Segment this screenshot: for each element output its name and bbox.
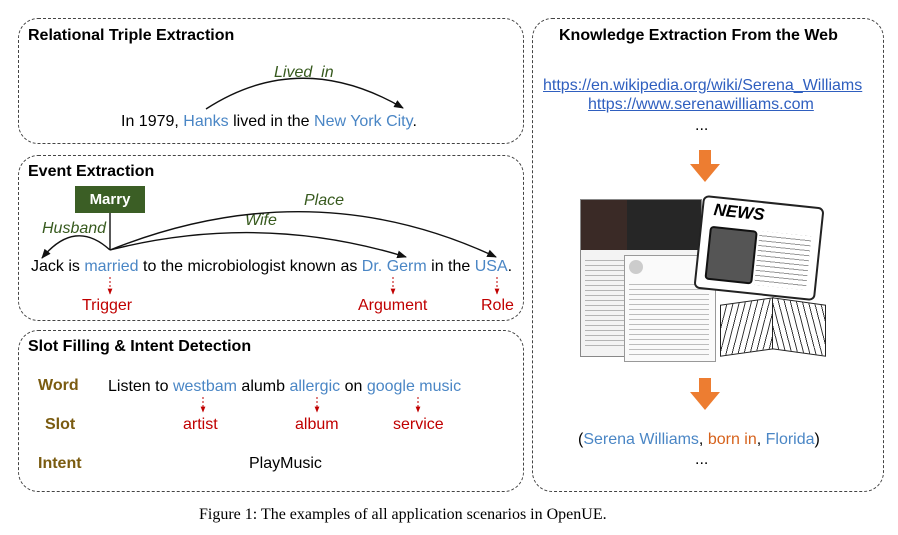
url-ellipsis: ... [695,117,709,134]
triple-sep2: , [756,431,766,448]
husband-arc [41,235,111,259]
role-word: USA [474,258,508,275]
slot-tag-album: album [295,416,339,433]
tail-entity: New York City [314,113,413,130]
argument-label: Argument [358,297,428,314]
extracted-triple: (Serena Williams, born in, Florida) [578,431,820,449]
lived-in-arc [205,77,404,110]
flow-arrow-bottom [690,378,720,410]
role-label: Role [481,297,514,314]
relational-title: Relational Triple Extraction [28,27,235,44]
sentence-middle: lived in the [228,113,315,130]
slot-panel [18,330,524,492]
article-text-block [629,280,709,356]
wife-label: Wife [245,212,277,229]
event-sentence-part2: to the microbiologist known as [138,258,362,275]
slot-sentence: Listen to westbam alumb allergic on goog… [108,378,461,396]
web-title: Knowledge Extraction From the Web [559,27,838,44]
wife-arc [109,231,407,259]
slot-sentence-part1: Listen to [108,378,173,395]
serena-photo [581,200,627,250]
husband-label: Husband [42,220,107,237]
word-row-label: Word [38,377,79,394]
triple-open: ( [578,431,584,448]
url-wikipedia[interactable]: https://en.wikipedia.org/wiki/Serena_Wil… [543,77,863,94]
url-serena[interactable]: https://www.serenawilliams.com [588,96,814,113]
triple-sep1: , [698,431,708,448]
wiki-header-bar [627,200,701,250]
flow-arrow-top [690,150,720,182]
trigger-label: Trigger [82,297,133,314]
event-title: Event Extraction [28,163,155,180]
event-sentence: Jack is married to the microbiologist kn… [31,258,512,276]
web-panel [532,18,884,492]
slot-word-artist: westbam [172,378,237,395]
triple-ellipsis: ... [695,451,709,468]
slot-sentence-part2: alumb [236,378,290,395]
triple-object: Florida [765,431,815,448]
sentence-prefix: In 1979, [121,113,184,130]
place-arc [109,210,497,258]
intent-row-label: Intent [38,455,82,472]
event-panel [18,155,524,321]
head-entity: Hanks [183,113,229,130]
triple-subject: Serena Williams [583,431,699,448]
slot-row-label: Slot [45,416,76,433]
slot-word-service: google music [366,378,462,395]
web-collage: NEWS [580,194,831,365]
slot-word-album: allergic [289,378,341,395]
wiki-article-image [624,255,716,362]
intent-value: PlayMusic [249,455,322,472]
trigger-word: married [84,258,139,275]
event-sentence-part1: Jack is [31,258,85,275]
relational-sentence: In 1979, Hanks lived in the New York Cit… [121,113,417,131]
argument-word: Dr. Germ [361,258,427,275]
relational-panel [18,18,524,144]
slot-tag-service: service [393,416,444,433]
slot-sentence-part3: on [340,378,367,395]
event-sentence-part4: . [507,258,513,275]
slot-tag-artist: artist [183,416,218,433]
relation-label: Lived_in [274,64,334,81]
figure-caption: Figure 1: The examples of all applicatio… [199,506,607,523]
triple-relation: born in [707,431,757,448]
event-sentence-part3: in the [426,258,475,275]
wiki-logo-icon [629,260,643,274]
sentence-end: . [412,113,417,130]
event-type-box: Marry [75,186,145,213]
triple-close: ) [814,431,820,448]
slot-title: Slot Filling & Intent Detection [28,338,252,355]
place-label: Place [304,192,345,209]
